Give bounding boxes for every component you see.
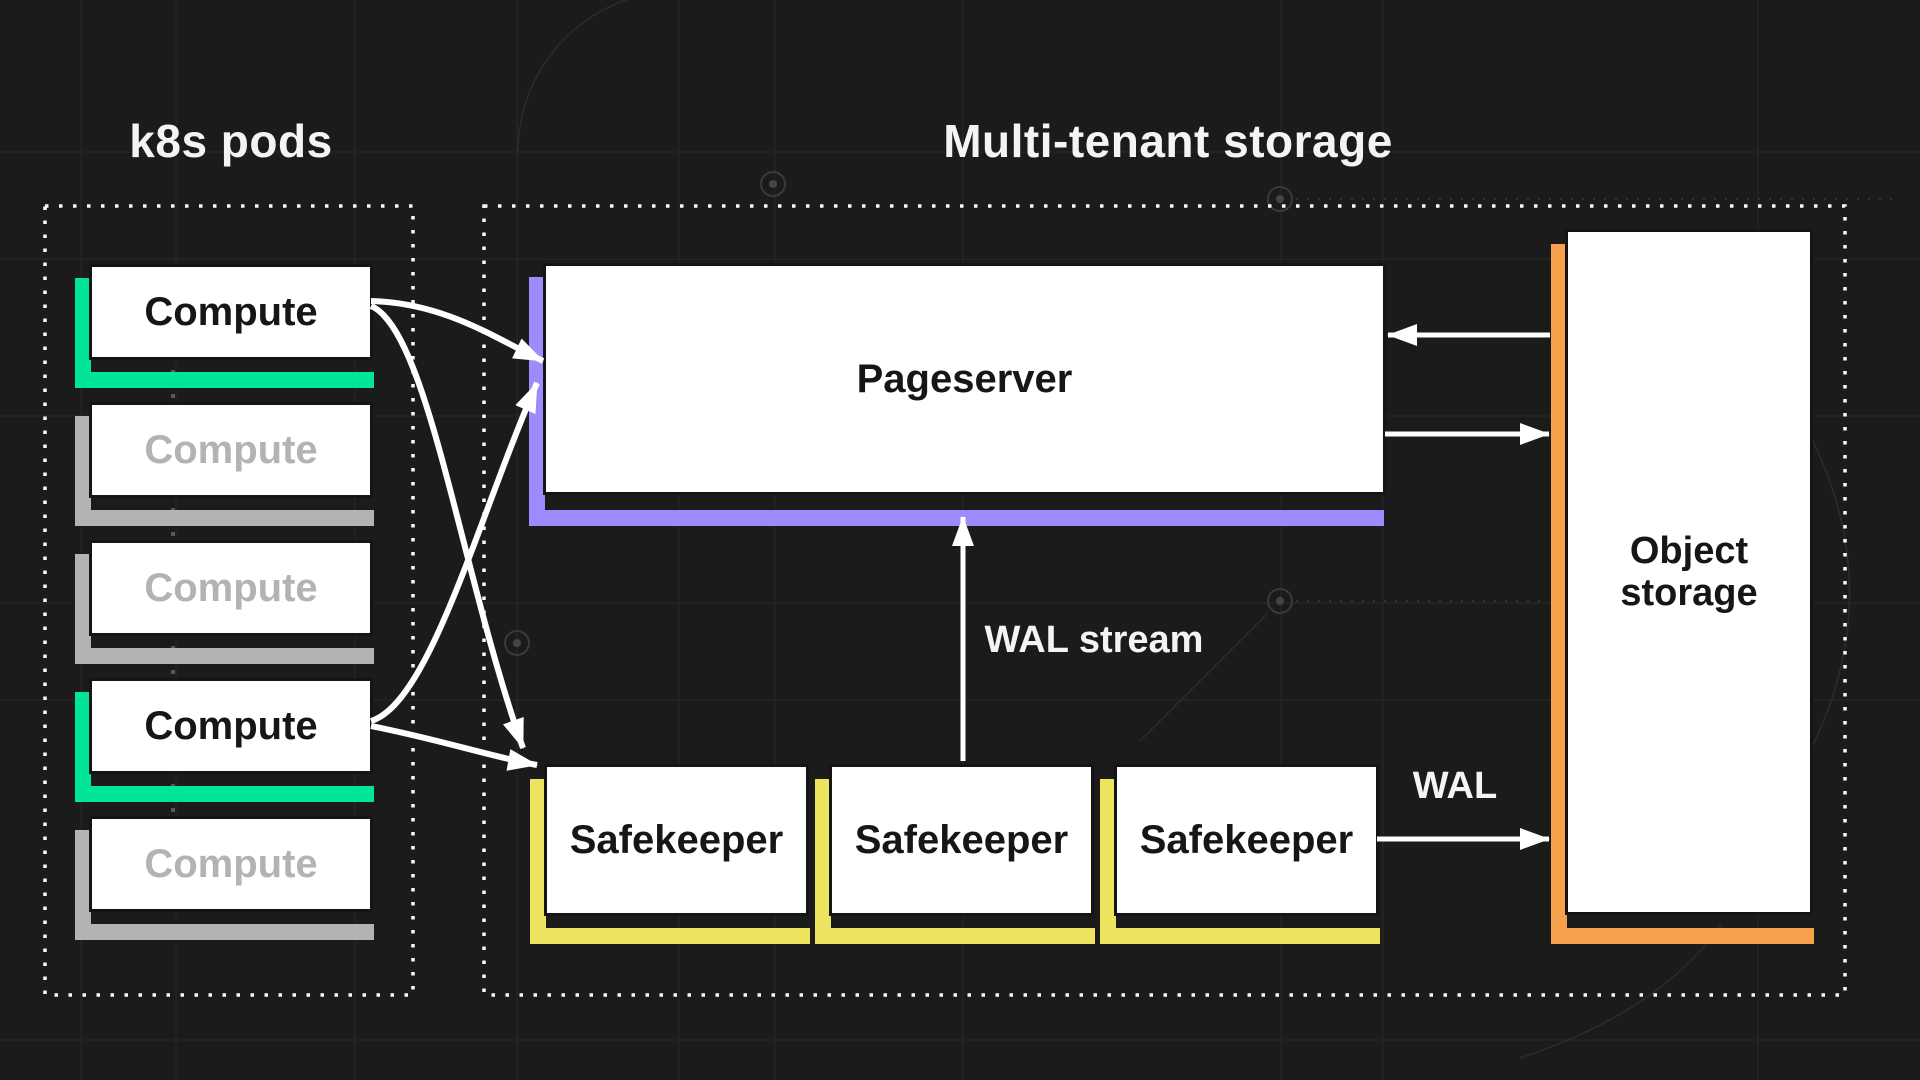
object-storage-node: Object storage [1568,232,1810,912]
pageserver-node: Pageserver [546,266,1383,492]
pageserver-label: Pageserver [856,356,1073,401]
compute-pod-node-2: Compute [92,405,370,495]
safekeeper-node-1: Safekeeper [547,767,806,913]
pod-connector-dot [171,532,175,536]
safekeeper-label: Safekeeper [1139,817,1354,862]
arc-decoration-top-left [517,0,629,153]
arrow-compute4-to-pageserver [369,381,540,724]
compute-pod-label: Compute [144,565,318,610]
compute-pod-label: Compute [144,427,318,472]
wal-label: WAL [1412,764,1498,807]
safekeeper-label: Safekeeper [569,817,784,862]
wal-stream-label: WAL stream [984,618,1204,661]
compute-pod-label: Compute [144,289,318,334]
compute-pod-label: Compute [144,703,318,748]
k8s-pods-title: k8s pods [129,115,333,167]
arrow-compute1-to-safekeeper [369,303,526,750]
pod-connector-dot [171,670,175,674]
object-storage-label-line2: storage [1620,572,1758,614]
safekeeper-node-2: Safekeeper [832,767,1091,913]
arrow-compute4-to-safekeeper [370,723,538,771]
compute-pod-label: Compute [144,841,318,886]
arrow-compute1-to-pageserver [370,298,545,364]
object-storage-label-line1: Object [1629,530,1749,572]
pod-connector-dot [171,394,175,398]
arc-decoration-bottom-right [1519,923,1723,1059]
safekeeper-node-3: Safekeeper [1117,767,1376,913]
compute-pod-node-1: Compute [92,267,370,357]
safekeeper-label: Safekeeper [854,817,1069,862]
compute-pod-node-4: Compute [92,681,370,771]
compute-pod-node-5: Compute [92,819,370,909]
multi-tenant-storage-title: Multi-tenant storage [943,115,1393,167]
pod-connector-dot [171,808,175,812]
compute-pod-node-3: Compute [92,543,370,633]
